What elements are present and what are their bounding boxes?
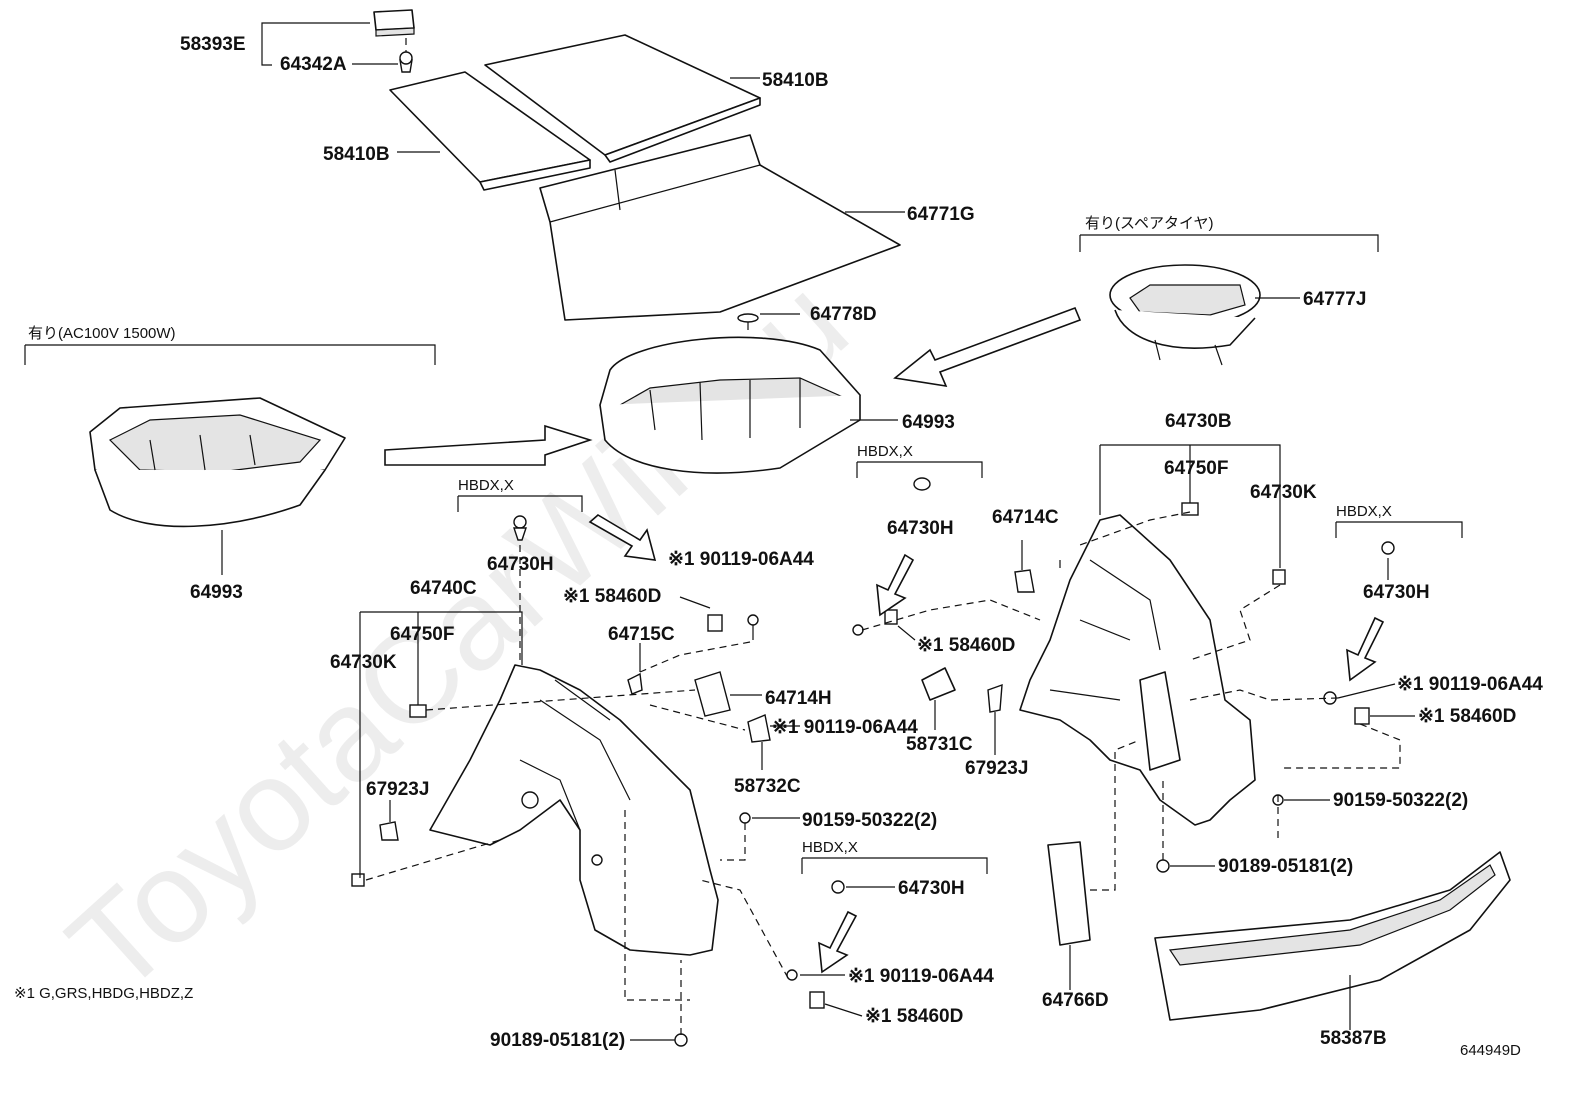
label-67923J-left: 67923J xyxy=(366,779,429,800)
group-bracket-ac xyxy=(24,344,436,365)
label-64714H: 64714H xyxy=(765,688,832,709)
arrow-spare-to-center xyxy=(893,306,1082,388)
part-64342A-clip[interactable] xyxy=(399,51,413,73)
label-64730H-c: 64730H xyxy=(1363,582,1430,603)
label-90119-d: ※1 90119-06A44 xyxy=(848,966,994,987)
part-58731C-cover[interactable] xyxy=(921,667,956,701)
arrow-hbdx-3 xyxy=(1346,616,1385,682)
part-90189-right[interactable] xyxy=(1156,859,1170,873)
label-64750F-right: 64750F xyxy=(1164,458,1228,479)
label-64730K-left: 64730K xyxy=(330,652,397,673)
label-64777J: 64777J xyxy=(1303,289,1366,310)
part-90119-bolt-d[interactable] xyxy=(786,969,798,981)
part-64740C-left-trim[interactable] xyxy=(429,664,719,956)
label-58393E: 58393E xyxy=(180,34,246,55)
part-64766D-cover[interactable] xyxy=(1047,841,1091,946)
part-67923J-left[interactable] xyxy=(379,821,399,841)
part-64778D-plug[interactable] xyxy=(737,313,759,330)
part-67923J-right[interactable] xyxy=(987,683,1003,713)
label-58460D-b: ※1 58460D xyxy=(917,635,1015,656)
part-58460D-nut-b[interactable] xyxy=(884,609,898,625)
part-90159-left[interactable] xyxy=(739,812,751,824)
part-64750F-clip-left[interactable] xyxy=(409,704,427,718)
diagram-id: 644949D xyxy=(1460,1042,1521,1059)
part-64730B-right-trim[interactable] xyxy=(1019,514,1256,826)
group-label-hbdx-3: HBDX,X xyxy=(1336,503,1392,520)
part-64714C-clip[interactable] xyxy=(1014,569,1035,593)
group-bracket-spare xyxy=(1079,234,1379,252)
arrow-hbdx-2 xyxy=(876,553,915,617)
label-64730H-b: 64730H xyxy=(887,518,954,539)
footnote: ※1 G,GRS,HBDG,HBDZ,Z xyxy=(14,985,193,1002)
label-64730H-d: 64730H xyxy=(898,878,965,899)
part-64730H-clip-d[interactable] xyxy=(831,880,845,894)
label-64750F-left: 64750F xyxy=(390,624,454,645)
part-58460D-nut-c[interactable] xyxy=(1354,707,1370,725)
part-64771G-floor-mat[interactable] xyxy=(539,134,901,321)
part-58460D-nut-a[interactable] xyxy=(707,614,723,632)
label-58731C: 58731C xyxy=(906,734,973,755)
label-58410B-left: 58410B xyxy=(323,144,390,165)
group-bracket-hbdx-1 xyxy=(457,495,583,512)
part-64730K-clip-left[interactable] xyxy=(351,873,365,887)
group-bracket-hbdx-3 xyxy=(1335,521,1463,538)
part-58732C-clip[interactable] xyxy=(747,714,771,743)
part-64777J-spare-tray[interactable] xyxy=(1109,264,1261,366)
label-58460D-c: ※1 58460D xyxy=(1418,706,1516,727)
part-64993-left-tray[interactable] xyxy=(89,397,346,528)
part-58410B-left-mat[interactable] xyxy=(389,71,591,191)
group-bracket-hbdx-2 xyxy=(856,461,983,478)
label-64766D: 64766D xyxy=(1042,990,1109,1011)
label-58460D-a: ※1 58460D xyxy=(563,586,661,607)
label-64342A: 64342A xyxy=(280,54,347,75)
label-58410B-top: 58410B xyxy=(762,70,829,91)
part-58460D-nut-d[interactable] xyxy=(809,991,825,1009)
group-label-hbdx-4: HBDX,X xyxy=(802,839,858,856)
part-58393E-box[interactable] xyxy=(373,9,415,37)
label-90189-right: 90189-05181(2) xyxy=(1218,856,1353,877)
part-64993-center-tray[interactable] xyxy=(599,336,861,474)
label-64993-left: 64993 xyxy=(190,582,243,603)
part-64730H-clip-c[interactable] xyxy=(1381,541,1395,555)
label-64993-center: 64993 xyxy=(902,412,955,433)
label-64778D: 64778D xyxy=(810,304,877,325)
label-58460D-d: ※1 58460D xyxy=(865,1006,963,1027)
arrow-hbdx-1 xyxy=(588,514,657,561)
label-64730B: 64730B xyxy=(1165,411,1232,432)
label-67923J-right: 67923J xyxy=(965,758,1028,779)
label-90189-bottom: 90189-05181(2) xyxy=(490,1030,625,1051)
arrow-left-to-center xyxy=(384,424,593,466)
label-58732C: 58732C xyxy=(734,776,801,797)
part-58387B-scuff-plate[interactable] xyxy=(1154,851,1511,1021)
part-90119-bolt-a[interactable] xyxy=(747,614,759,640)
part-90189-bottom[interactable] xyxy=(674,1033,688,1047)
label-90119-c: ※1 90119-06A44 xyxy=(1397,674,1543,695)
part-64714H-bracket[interactable] xyxy=(694,671,731,717)
group-label-spare: 有り(スペアタイヤ) xyxy=(1085,215,1214,232)
label-58387B: 58387B xyxy=(1320,1028,1387,1049)
group-label-hbdx-2: HBDX,X xyxy=(857,443,913,460)
label-90159-left: 90159-50322(2) xyxy=(802,810,937,831)
part-64715C-clip[interactable] xyxy=(627,672,643,695)
arrow-hbdx-4 xyxy=(818,910,858,974)
part-64730H-clip-b[interactable] xyxy=(913,477,931,491)
part-64730K-clip-right[interactable] xyxy=(1272,569,1286,585)
label-64730H-a: 64730H xyxy=(487,554,554,575)
label-90119-b: ※1 90119-06A44 xyxy=(772,717,918,738)
group-bracket-hbdx-4 xyxy=(801,857,988,874)
label-64771G: 64771G xyxy=(907,204,975,225)
group-label-ac100v: 有り(AC100V 1500W) xyxy=(28,325,176,342)
group-label-hbdx-1: HBDX,X xyxy=(458,477,514,494)
label-64715C: 64715C xyxy=(608,624,675,645)
part-58410B-right-mat[interactable] xyxy=(484,34,761,163)
part-90119-bolt-b[interactable] xyxy=(852,624,864,636)
label-64714C: 64714C xyxy=(992,507,1059,528)
label-90119-a: ※1 90119-06A44 xyxy=(668,549,814,570)
part-64730H-clip-a[interactable] xyxy=(513,515,527,541)
label-64740C: 64740C xyxy=(410,578,477,599)
label-64730K-right: 64730K xyxy=(1250,482,1317,503)
label-90159-right: 90159-50322(2) xyxy=(1333,790,1468,811)
